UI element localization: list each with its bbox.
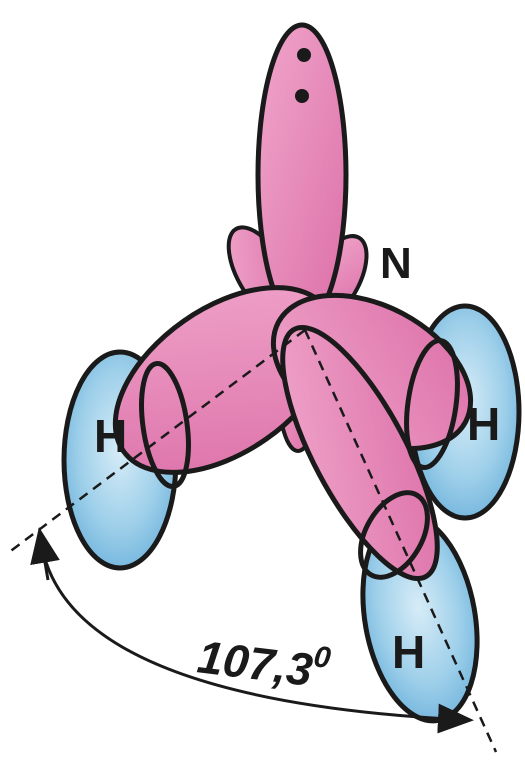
bond-angle-value: 107,3 <box>195 630 316 696</box>
nitrogen-label: N <box>380 239 412 288</box>
bond-angle-arc-start <box>40 533 48 580</box>
bond-angle-label: 107,30 <box>195 626 333 698</box>
lone-pair-electron-bottom <box>295 89 309 103</box>
lone-pair-electron-top <box>297 48 311 62</box>
hydrogen-label-bottom: H <box>392 626 425 678</box>
hydrogen-label-right: H <box>467 398 500 450</box>
degree-symbol: 0 <box>312 640 333 675</box>
lone-pair-orbital <box>258 25 346 325</box>
hydrogen-label-left: H <box>94 410 127 462</box>
